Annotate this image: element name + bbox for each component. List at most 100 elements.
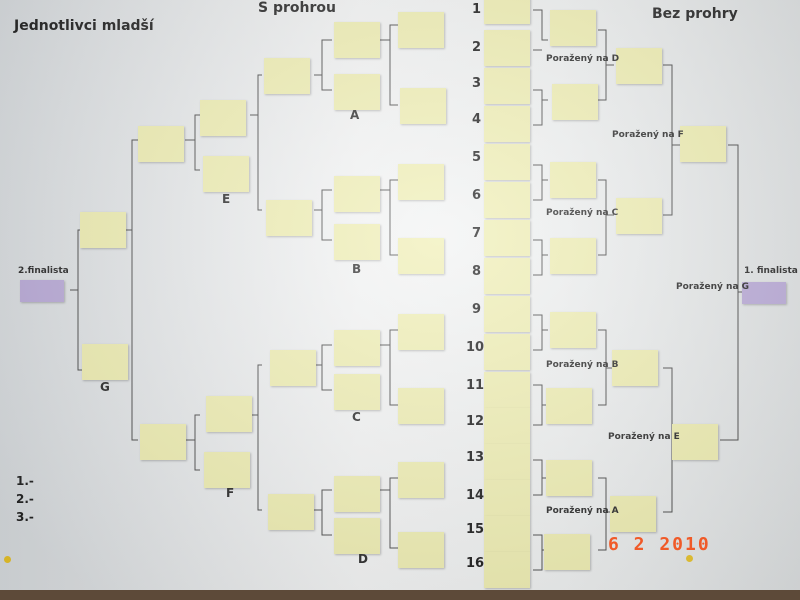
loser-destination-label: Poražený na E [608,432,680,442]
seed-number: 6 [472,188,482,203]
sticky-note [398,164,444,200]
sticky-note [484,444,530,480]
sticky-note [544,534,590,570]
sticky-note [334,330,380,366]
center-title: S prohrou [258,0,336,16]
placement-first: 1.- [16,474,34,488]
seed-number: 5 [472,150,482,165]
sticky-note [398,314,444,350]
sticky-note [206,396,252,432]
sticky-note [550,238,596,274]
sticky-note [82,344,128,380]
sticky-note [484,68,530,104]
sticky-note [398,12,444,48]
sticky-note [484,258,530,294]
loser-destination-label: Poražený na C [546,208,619,218]
sticky-note [334,476,380,512]
sticky-note [484,106,530,142]
loser-letter: F [226,486,235,500]
seed-number: 2 [472,40,482,55]
sticky-note [484,30,530,66]
sticky-note [484,480,530,516]
seed-number: 13 [466,450,485,465]
sticky-note [550,312,596,348]
second-finalist-note [20,280,64,302]
second-finalist-label: 2.finalista [18,266,69,276]
first-finalist-note [742,282,786,304]
sticky-note [612,350,658,386]
seed-number: 14 [466,488,485,503]
sticky-note [334,22,380,58]
sticky-note [204,452,250,488]
sticky-note [203,156,249,192]
sticky-note [552,84,598,120]
seed-number: 10 [466,340,485,355]
placement-third: 3.- [16,510,34,524]
pushpin [686,555,693,562]
sticky-note [546,460,592,496]
sticky-note [484,552,530,588]
sticky-note [140,424,186,460]
loser-letter: E [222,192,231,206]
sticky-note [484,334,530,370]
left-title: Jednotlivci mladší [14,18,154,34]
loser-destination-label: Poražený na B [546,360,619,370]
sticky-note [484,516,530,552]
seed-number: 11 [466,378,485,393]
sticky-note [398,238,444,274]
seed-number: 7 [472,226,482,241]
seed-number: 1 [472,2,482,17]
sticky-note [672,424,718,460]
sticky-note [484,0,530,24]
seed-number: 9 [472,302,482,317]
seed-number: 15 [466,522,485,537]
pushpin [4,556,11,563]
sticky-note [270,350,316,386]
sticky-note [546,388,592,424]
date-stamp: 6 2 2010 [608,534,711,555]
seed-number: 8 [472,264,482,279]
sticky-note [484,296,530,332]
sticky-note [550,162,596,198]
sticky-note [616,198,662,234]
sticky-note [138,126,184,162]
sticky-note [616,48,662,84]
sticky-note [610,496,656,532]
sticky-note [398,462,444,498]
first-finalist-label: 1. finalista [744,266,798,276]
sticky-note [264,58,310,94]
sticky-note [484,408,530,444]
sticky-note [400,88,446,124]
loser-letter: C [352,410,361,424]
loser-letter: B [352,262,362,276]
sticky-note [398,532,444,568]
seed-number: 12 [466,414,485,429]
right-title: Bez prohry [652,6,738,22]
sticky-note [398,388,444,424]
loser-destination-label: Poražený na F [612,130,684,140]
loser-destination-label: Poražený na G [676,282,750,292]
loser-letter: G [100,380,110,394]
sticky-note [680,126,726,162]
seed-number: 16 [466,556,485,571]
sticky-note [334,176,380,212]
sticky-note [200,100,246,136]
loser-letter: D [358,552,368,566]
loser-destination-label: Poražený na D [546,54,620,64]
loser-destination-label: Poražený na A [546,506,619,516]
sticky-note [266,200,312,236]
sticky-note [334,374,380,410]
sticky-note [80,212,126,248]
sticky-note [268,494,314,530]
loser-letter: A [350,108,360,122]
sticky-note [484,372,530,408]
sticky-note [484,182,530,218]
sticky-note [334,518,380,554]
sticky-note [484,144,530,180]
sticky-note [334,74,380,110]
placement-second: 2.- [16,492,34,506]
placement-list: 1.- 2.- 3.- [16,472,34,526]
sticky-note [550,10,596,46]
